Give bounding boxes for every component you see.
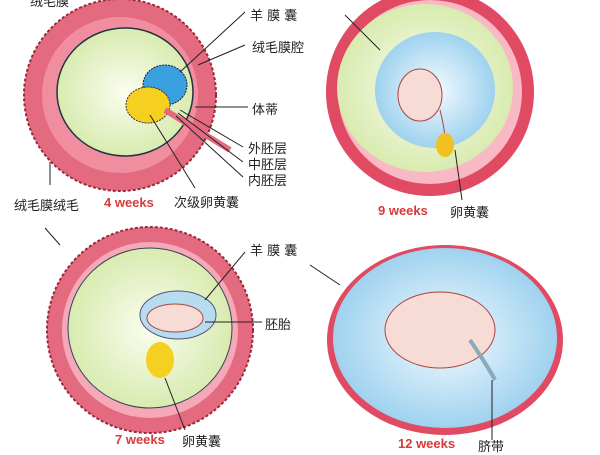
- label-secondary-yolk-sac: 次级卵黄囊: [174, 196, 240, 211]
- panel-9-weeks: [326, 0, 534, 201]
- label-amnion: 羊 膜 囊: [250, 244, 298, 259]
- label-chorionic-cavity: 绒毛膜腔: [252, 41, 305, 56]
- label-body-stalk: 体蒂: [252, 103, 279, 118]
- stage-label: 7 weeks: [115, 432, 165, 447]
- label-amnion: 羊 膜 囊: [250, 9, 298, 24]
- yolk-sac: [125, 86, 171, 124]
- panel-12-weeks: [309, 245, 563, 440]
- stage-label: 12 weeks: [398, 436, 456, 451]
- label-endoderm: 内胚层: [248, 174, 288, 189]
- label-chorionic-villi: 绒毛膜绒毛: [14, 199, 80, 214]
- label-top-cut: 绒毛膜: [30, 0, 70, 10]
- label-yolk-sac: 卵黄囊: [182, 435, 222, 450]
- embryo: [397, 68, 443, 122]
- yolk-sac: [146, 342, 174, 378]
- embryo-diagram: [23, 0, 563, 440]
- label-umbilical-cord: 脐带: [478, 440, 505, 455]
- panel-7-weeks: [44, 226, 262, 434]
- body-stalk: [163, 107, 232, 153]
- chorionic-cavity: [56, 27, 194, 157]
- label-yolk-sac: 卵黄囊: [450, 206, 490, 221]
- yolk-sac: [436, 133, 454, 157]
- embryo: [146, 303, 204, 333]
- label-embryo: 胚胎: [265, 318, 292, 333]
- label-ectoderm: 外胚层: [248, 142, 288, 157]
- panel-4-weeks: [23, 0, 248, 192]
- umbilical-cord: [468, 338, 497, 381]
- label-mesoderm: 中胚层: [248, 158, 288, 173]
- fetus: [384, 291, 496, 369]
- stage-label: 9 weeks: [378, 203, 428, 218]
- stage-label: 4 weeks: [104, 195, 154, 210]
